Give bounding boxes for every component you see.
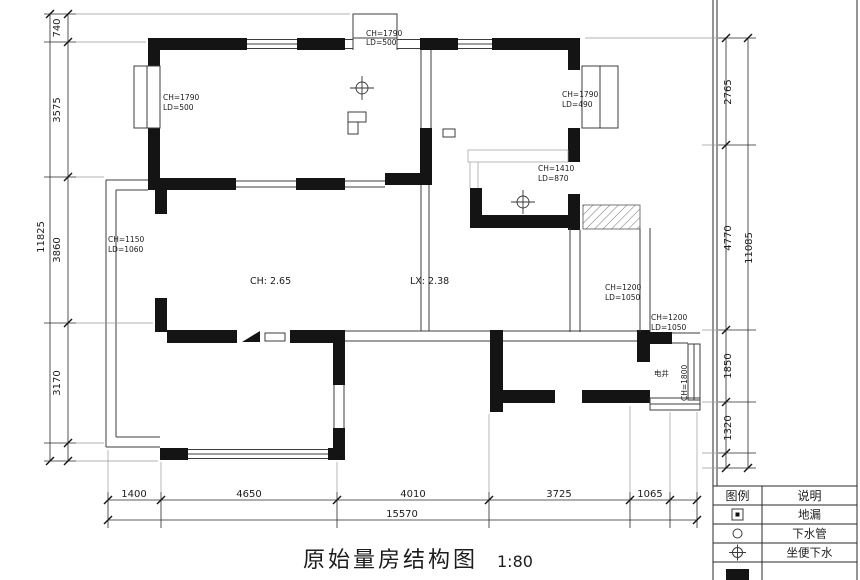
dimension-chain-right: 2765 4770 1850 1320 11085 [585, 33, 756, 473]
door-leaf-symbol [264, 332, 286, 342]
hatched-area [582, 204, 641, 230]
door-swing-symbol [242, 331, 260, 342]
legend-row-label: 坐便下水 [787, 546, 833, 560]
toilet-drain-icon [511, 190, 535, 214]
dim-left-0: 740 [52, 18, 63, 37]
label-shaft-upper-ch: CH=1200 [605, 283, 641, 292]
dimension-chain-left: 740 3575 3860 3170 11825 [36, 9, 350, 466]
dim-bottom-4: 1065 [637, 489, 662, 500]
label-electric-shaft-height: CH=1800 [680, 365, 689, 401]
title-block: 原始量房结构图 1:80 [303, 548, 533, 573]
toilet-drain-symbols [350, 76, 535, 214]
dim-right-2: 1850 [723, 353, 734, 378]
label-midright-ch: CH=1410 [538, 164, 574, 173]
wardrobe-outline [467, 149, 569, 163]
center-partition [420, 50, 432, 331]
legend-row-label: 地漏 [798, 508, 821, 522]
label-ceiling-height: CH: 2.65 [250, 276, 291, 287]
label-shaft-upper-ld: LD=1050 [605, 293, 641, 302]
label-shaft-lower-ch: CH=1200 [651, 313, 687, 322]
flue-symbol [347, 111, 367, 123]
toilet-drain-icon [350, 76, 374, 100]
label-top-window-ch: CH=1790 [366, 29, 402, 38]
dim-left-total: 11825 [36, 221, 47, 253]
label-right-window-ld: LD=490 [562, 100, 593, 109]
label-left-window-ld: LD=500 [163, 103, 194, 112]
window-top-right [458, 39, 492, 49]
dim-right-total: 11085 [744, 232, 755, 264]
dim-bottom-1: 4650 [236, 489, 261, 500]
opening-upper-left [236, 180, 296, 188]
shaft-walls [569, 228, 651, 332]
drawing-scale: 1:80 [497, 552, 533, 571]
legend-header-symbol: 图例 [725, 489, 749, 503]
door-gap-bottom-left [333, 385, 345, 428]
duct-symbol [442, 128, 456, 138]
walls [148, 38, 672, 460]
legend-row-label: 下水管 [792, 527, 827, 541]
opening-hall [345, 180, 385, 188]
label-leftwall-ld: LD=1060 [108, 245, 144, 254]
legend-header-desc: 说明 [797, 488, 821, 503]
top-bay-window [352, 13, 398, 39]
dim-bottom-2: 4010 [400, 489, 425, 500]
dim-bottom-0: 1400 [121, 489, 146, 500]
windows-and-partitions [105, 13, 701, 459]
label-top-window-ld: LD=500 [366, 38, 397, 47]
drawing-title: 原始量房结构图 [303, 548, 478, 573]
window-bottom-left [188, 449, 328, 459]
sheet-frame [712, 0, 858, 580]
legend-table: 图例 说明 地漏 下水管 坐便下水 [713, 485, 857, 580]
dimension-chain-bottom: 1400 4650 4010 3725 1065 15570 [103, 406, 702, 528]
label-right-window-ch: CH=1790 [562, 90, 598, 99]
dim-bottom-3: 3725 [546, 489, 571, 500]
dim-right-1: 4770 [723, 225, 734, 250]
annotations: CH=1790 LD=500 CH=1790 LD=500 CH=1790 LD… [108, 29, 689, 401]
drain-pipe-icon [732, 528, 743, 539]
corridor-lines [345, 330, 637, 342]
label-left-window-ch: CH=1790 [163, 93, 199, 102]
dim-left-2: 3860 [52, 237, 63, 262]
dim-left-1: 3575 [52, 97, 63, 122]
label-shaft-lower-ld: LD=1050 [651, 323, 687, 332]
label-midright-ld: LD=870 [538, 174, 569, 183]
toilet-drain-icon [729, 544, 746, 561]
left-exterior-wall [105, 179, 160, 448]
partial-legend-icon [726, 569, 749, 580]
dim-left-3: 3170 [52, 370, 63, 395]
dim-right-0: 2765 [723, 79, 734, 104]
dim-right-3: 1320 [723, 415, 734, 440]
label-electric-shaft: 电井 [654, 368, 669, 378]
floor-drain-icon [731, 508, 744, 521]
label-leftwall-ch: CH=1150 [108, 235, 144, 244]
dim-bottom-total: 15570 [386, 509, 418, 520]
window-top-left [247, 39, 297, 49]
label-beam-height: LX: 2.38 [410, 276, 449, 287]
